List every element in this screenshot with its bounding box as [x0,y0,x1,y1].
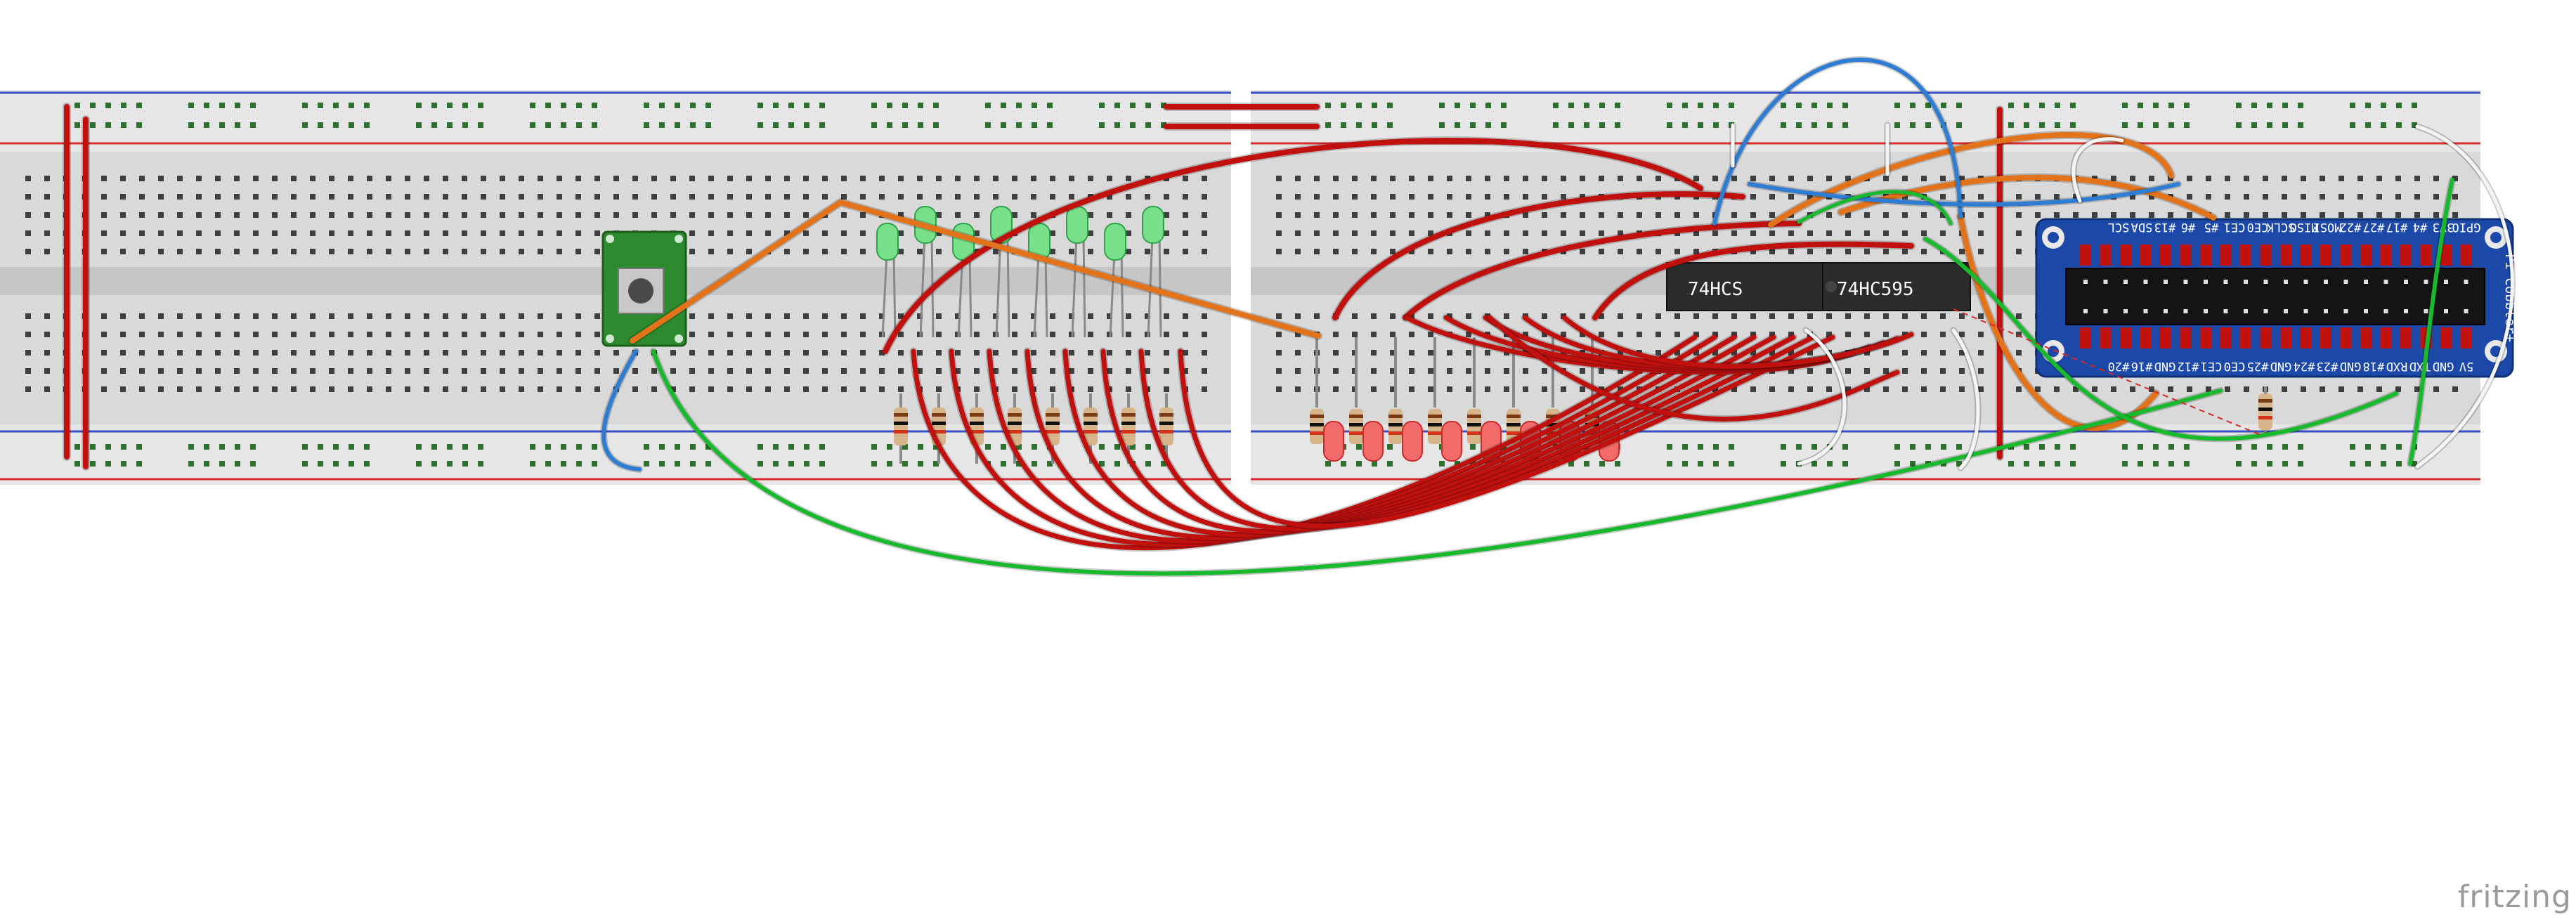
green-led [1066,206,1088,244]
wire-red-cross-long [1487,315,1900,422]
cobbler-pin-label: #5 [2204,220,2218,234]
wire-blue-1 [601,349,642,471]
cobbler-pin-label: #13 [2154,220,2176,234]
cobbler-pin-label: CE0 [2224,359,2246,373]
cobbler-bottom-pin-labels: 5VGNDTXDRXD#18GND#23#24GND#25CE0CE1#12GN… [2108,359,2474,373]
wire-white-4 [1951,328,1980,470]
cobbler-pin-label: #23 [2317,359,2338,373]
cobbler-pin-label: CE0 [2247,220,2269,234]
resistor [1008,408,1022,445]
resistor [1467,409,1481,444]
wire-orange-3 [1838,174,2216,221]
ratsnest-line [1953,308,2263,436]
cobbler-pin-label: CE1 [2201,359,2223,373]
wire-green-2 [1923,237,2398,441]
cobbler-pin-label: GND [2340,359,2362,373]
chip-1-label: 74HCS [1688,279,1743,300]
wire-red-loop [987,334,1737,544]
green-led [1142,206,1164,244]
wire-blue-3 [1748,182,2180,207]
resistor [1121,408,1136,445]
power-rail-bottom [0,424,1231,485]
green-led [876,223,899,261]
red-led [1402,421,1423,462]
cobbler-pin-label: #27 [2363,220,2385,234]
cobbler-pin-label: SCL [2108,220,2130,234]
breadboard-left [0,90,1231,485]
wire-red-loop [949,334,1717,547]
cobbler-pin-label: #25 [2247,359,2269,373]
resistor [894,408,908,445]
cobbler-pin-label: #22 [2340,220,2362,234]
cobbler-pin-label: GPIO [2452,220,2481,234]
red-led [1362,421,1384,462]
cobbler-pin-label: RXD [2386,359,2408,373]
cobbler-pin-label: CE1 [2224,220,2246,234]
cobbler-pin-label: SCLK [2266,220,2296,234]
chip-2-label: 74HC595 [1837,279,1914,300]
jumper-wires [63,56,2516,578]
cobbler-pin-label: #4 [2413,220,2427,234]
wire-white-6 [2071,137,2124,203]
cobbler-pin-label: MISO [2290,220,2319,234]
wire-orange-2 [1768,132,2174,228]
cobbler-pin-label: SDA [2131,220,2153,234]
resistor [1310,409,1324,444]
red-led [1441,421,1462,462]
cobbler-pin-label: GND [2433,359,2454,373]
green-led [1104,223,1126,261]
resistor [1084,408,1098,445]
resistor [1507,409,1521,444]
resistor [1046,408,1060,445]
cobbler-pin-label: GND [2154,359,2176,373]
cobbler-pin-label: #17 [2386,220,2408,234]
wire-red-loop [1100,334,1796,534]
cobbler-pin-label: #16 [2131,359,2153,373]
wire-red-loop [1062,334,1776,537]
wire-orange-1 [630,199,1321,344]
cobbler-pin-label: #6 [2181,220,2195,234]
fritzing-watermark: fritzing [2457,879,2572,915]
cobbler-header-pins [2080,245,2472,348]
cobbler-pin-label: MOSI [2313,220,2342,234]
wire-red-top-arc [883,138,1703,354]
resistor [1428,409,1442,444]
wire-white-3 [1797,328,1847,466]
resistor [1159,408,1173,445]
cobbler-pin-label: #24 [2294,359,2315,373]
resistor [1388,409,1403,444]
cobbler-top-pin-labels: GPIO3V3#4#17#27#22MOSIMISOSCLKCE0CE1#5#6… [2108,220,2481,234]
wire-red-mid-arc-3 [1592,241,1914,320]
wire-green-4 [1797,190,1953,226]
power-rail-top [0,90,1231,152]
wire-white-5 [2415,124,2514,469]
components: 74HCS 74HC595 GPIO3V3#4#17#27#22MOSIMISO… [601,206,2518,464]
wire-red-mid-arc-2 [1403,221,1802,320]
cobbler-pin-label: #18 [2363,359,2385,373]
wire-red-loop [1178,334,1835,529]
wire-blue-2 [1712,58,1963,226]
resistor-row-left [894,393,1173,464]
red-led [1323,421,1344,462]
cobbler-pin-label: #20 [2108,359,2130,373]
shift-register-chip-2[interactable]: 74HC595 [1822,262,1971,311]
cobbler-resistor [2258,386,2272,436]
cobbler-pin-label: #12 [2178,359,2199,373]
wire-red-loop [1024,334,1757,540]
wire-red-loop [911,334,1698,551]
pi-cobbler-board[interactable]: GPIO3V3#4#17#27#22MOSIMISOSCLKCE0CE1#5#6… [2035,218,2518,378]
wire-red-mid-arc-1 [1332,191,1745,320]
cobbler-pin-label: 5V [2459,359,2473,373]
wire-green-3 [2408,178,2454,466]
wire-red-cross [1561,315,1914,369]
shift-register-chip-1[interactable]: 74HCS [1666,262,1842,311]
green-led-row [876,206,1164,338]
cobbler-pin-label: GND [2270,359,2292,373]
resistor [1349,409,1363,444]
wire-green-1 [651,349,2223,576]
